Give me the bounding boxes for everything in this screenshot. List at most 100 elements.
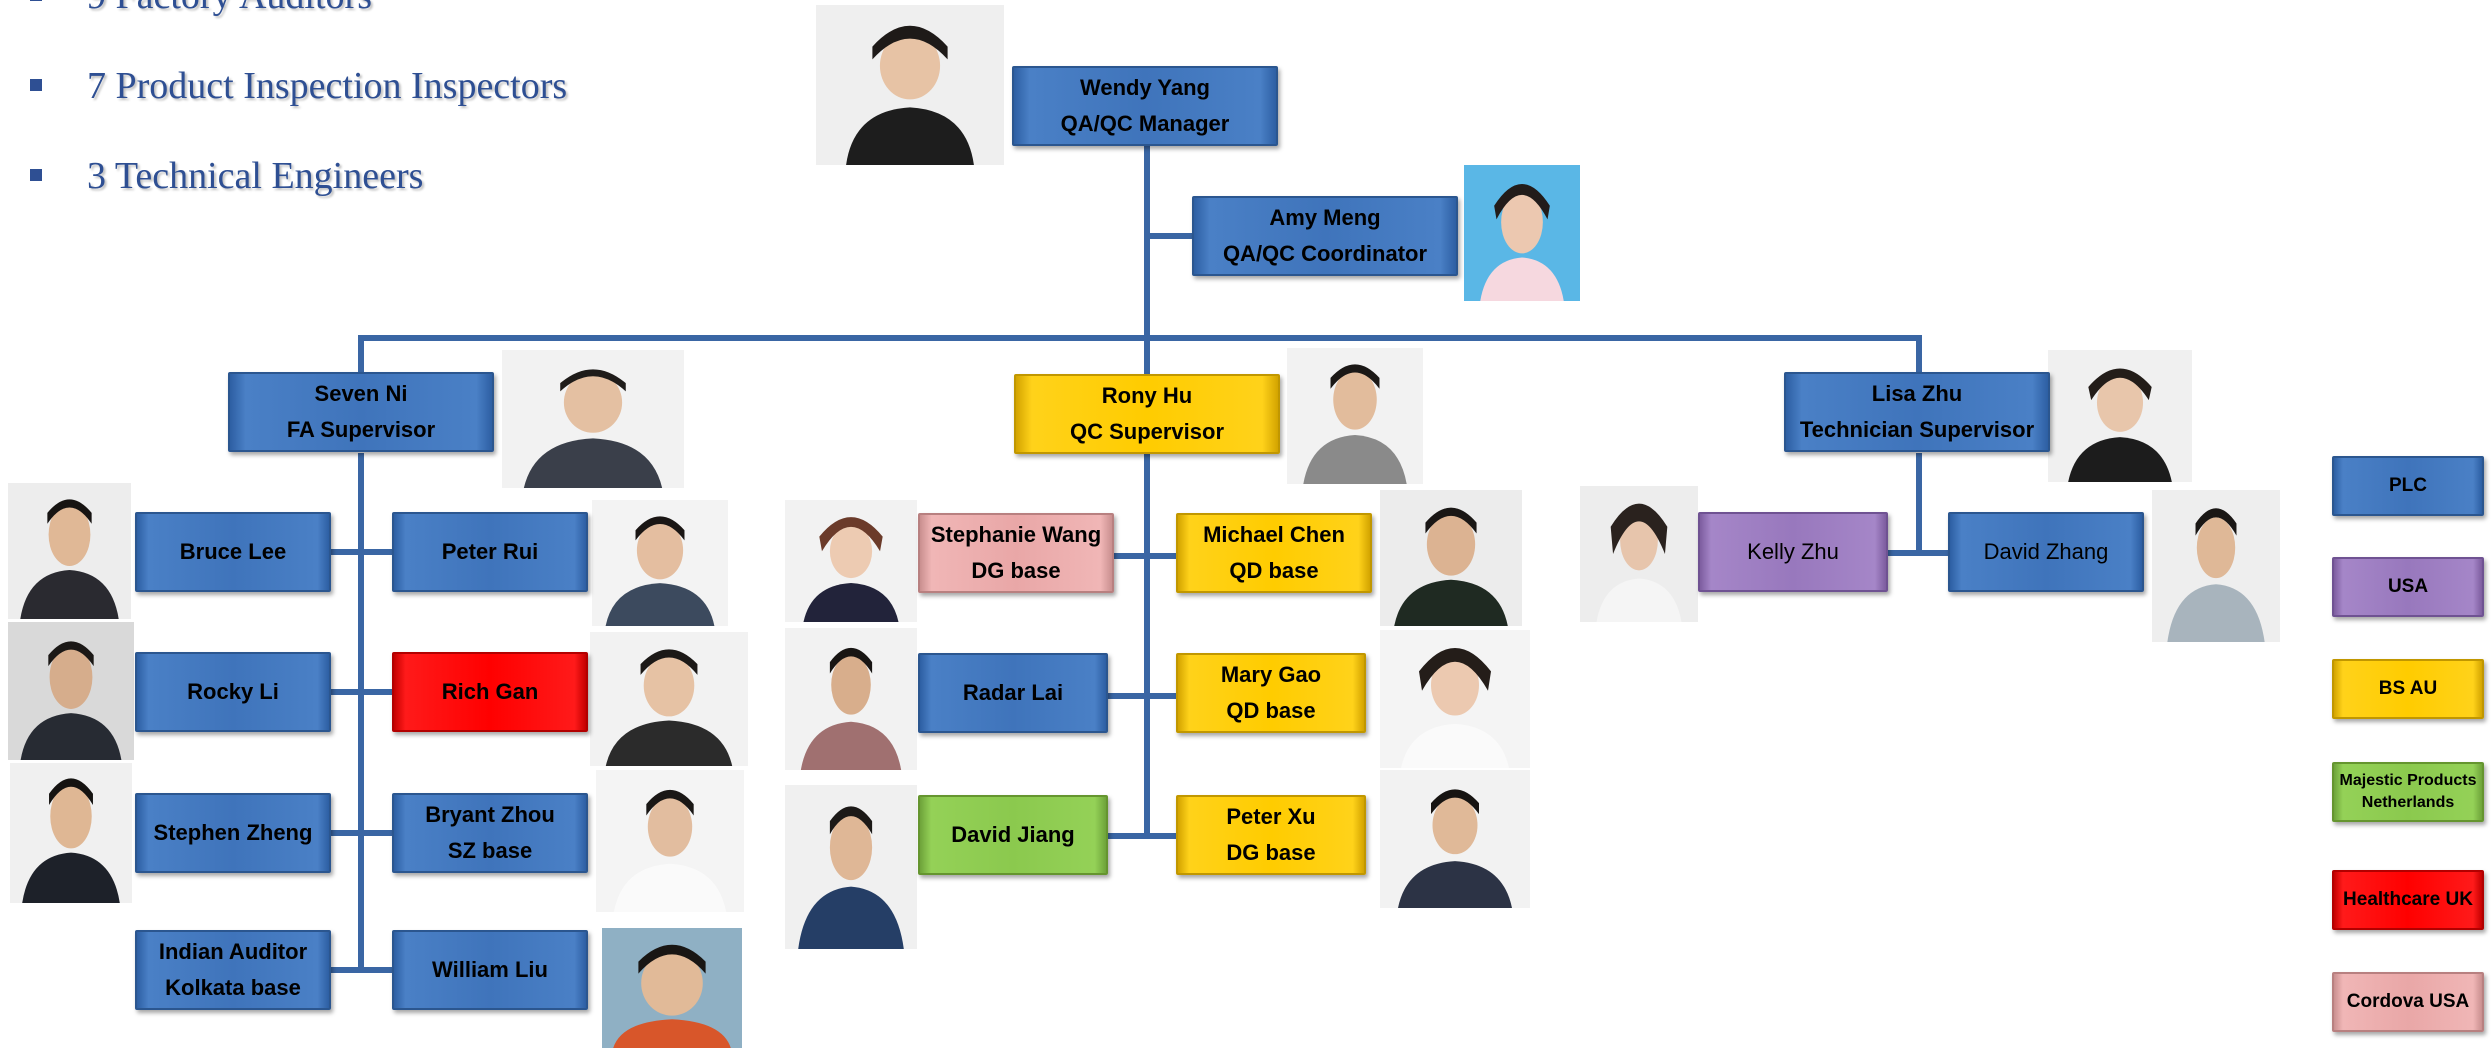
node-coordinator[interactable]: Amy Meng QA/QC Coordinator [1192,196,1458,276]
node-fa-supervisor[interactable]: Seven Ni FA Supervisor [228,372,494,452]
node-name: Stephen Zheng [153,820,313,845]
summary-item: 9 Factory Auditors [30,0,372,18]
legend-item-majestic-products-netherlands: Majestic Products Netherlands [2332,762,2484,822]
node-qc-supervisor[interactable]: Rony Hu QC Supervisor [1014,374,1280,454]
connector-line [1916,453,1922,555]
node-base: QD base [1229,558,1319,583]
connector-line [1147,233,1192,239]
node-base: QD base [1226,698,1316,723]
connector-line [328,830,394,836]
node-qc-member[interactable]: Radar Lai [918,653,1108,733]
photo-david-zhang [2152,490,2280,642]
photo-william-liu [602,928,742,1048]
photo-peter-xu [1380,770,1530,908]
node-base: DG base [1226,840,1316,865]
connector-line [328,689,394,695]
connector-line [1106,833,1178,839]
node-title: FA Supervisor [286,417,436,442]
photo-radar-lai [785,628,917,770]
connector-line [328,967,394,973]
legend-item-healthcare-uk: Healthcare UK [2332,870,2484,930]
photo-david-jiang [785,785,917,949]
node-base: Kolkata base [165,975,301,1000]
node-name: David Jiang [951,822,1075,847]
node-manager[interactable]: Wendy Yang QA/QC Manager [1012,66,1278,146]
node-name: Indian Auditor [158,939,308,964]
photo-bryant-zhou [596,770,744,912]
node-tech-member[interactable]: David Zhang [1948,512,2144,592]
legend-item-bs-au: BS AU [2332,659,2484,719]
node-name: Rich Gan [441,679,539,704]
node-name: Peter Rui [441,539,539,564]
node-fa-member[interactable]: Rocky Li [135,652,331,732]
legend-item-plc: PLC [2332,456,2484,516]
node-fa-member[interactable]: Peter Rui [392,512,588,592]
node-title: QA/QC Coordinator [1222,241,1428,266]
connector-line [358,335,1922,341]
legend-label: Healthcare UK [2343,889,2473,910]
photo-stephen-zheng [10,763,132,903]
photo-kelly-zhu [1580,486,1698,622]
node-qc-member[interactable]: David Jiang [918,795,1108,875]
node-name: Radar Lai [962,680,1064,705]
bullet-icon [30,169,42,182]
photo-mary-gao [1380,630,1530,768]
node-name: Bruce Lee [179,539,287,564]
legend-item-usa: USA [2332,557,2484,617]
node-name: Kelly Zhu [1747,539,1839,564]
legend-label: Cordova USA [2346,991,2470,1012]
connector-line [358,335,364,373]
legend-label: PLC [2389,475,2427,496]
node-tech-supervisor[interactable]: Lisa Zhu Technician Supervisor [1784,372,2050,452]
node-name: Amy Meng [1269,205,1381,230]
connector-line [1144,145,1150,837]
node-name: William Liu [432,957,548,982]
node-fa-member[interactable]: Stephen Zheng [135,793,331,873]
node-name: Seven Ni [314,381,408,406]
legend-label: BS AU [2378,678,2438,699]
photo-seven-ni [502,350,684,488]
bullet-icon [30,79,42,92]
node-qc-member[interactable]: Peter Xu DG base [1176,795,1366,875]
connector-line [1916,335,1922,373]
summary-item: 3 Technical Engineers [30,154,423,198]
connector-line [328,549,394,555]
node-fa-member[interactable]: William Liu [392,930,588,1010]
node-fa-member[interactable]: Rich Gan [392,652,588,732]
node-title: Technician Supervisor [1799,417,2035,442]
photo-michael-chen [1380,490,1522,626]
node-name: Rocky Li [187,679,279,704]
photo-wendy-yang [816,5,1004,165]
connector-line [1106,693,1178,699]
node-qc-member[interactable]: Stephanie Wang DG base [918,513,1114,593]
node-name: Stephanie Wang [930,522,1102,547]
node-name: Wendy Yang [1079,75,1210,100]
bullet-icon [30,0,42,2]
node-qc-member[interactable]: Michael Chen QD base [1176,513,1372,593]
connector-line [1886,550,1952,556]
node-tech-member[interactable]: Kelly Zhu [1698,512,1888,592]
photo-peter-rui [592,500,728,626]
node-name: Rony Hu [1101,383,1193,408]
photo-rocky-li [8,622,134,760]
photo-stephanie-wang [785,500,917,622]
node-name: Peter Xu [1226,804,1316,829]
legend-label: USA [2387,576,2429,597]
node-base: DG base [971,558,1061,583]
summary-item: 7 Product Inspection Inspectors [30,64,567,108]
photo-bruce-lee [8,483,131,619]
node-fa-member[interactable]: Bruce Lee [135,512,331,592]
photo-amy-meng [1464,165,1580,301]
connector-line [358,453,364,970]
photo-rich-gan [590,632,748,766]
connector-line [1112,553,1178,559]
node-name: Mary Gao [1220,662,1322,687]
node-name: Bryant Zhou [425,802,555,827]
legend-label: Majestic Products Netherlands [2339,772,2477,811]
legend-item-cordova-usa: Cordova USA [2332,972,2484,1032]
node-fa-member[interactable]: Bryant Zhou SZ base [392,793,588,873]
node-qc-member[interactable]: Mary Gao QD base [1176,653,1366,733]
node-title: QA/QC Manager [1060,111,1230,136]
node-name: Michael Chen [1203,522,1345,547]
node-fa-member[interactable]: Indian Auditor Kolkata base [135,930,331,1010]
